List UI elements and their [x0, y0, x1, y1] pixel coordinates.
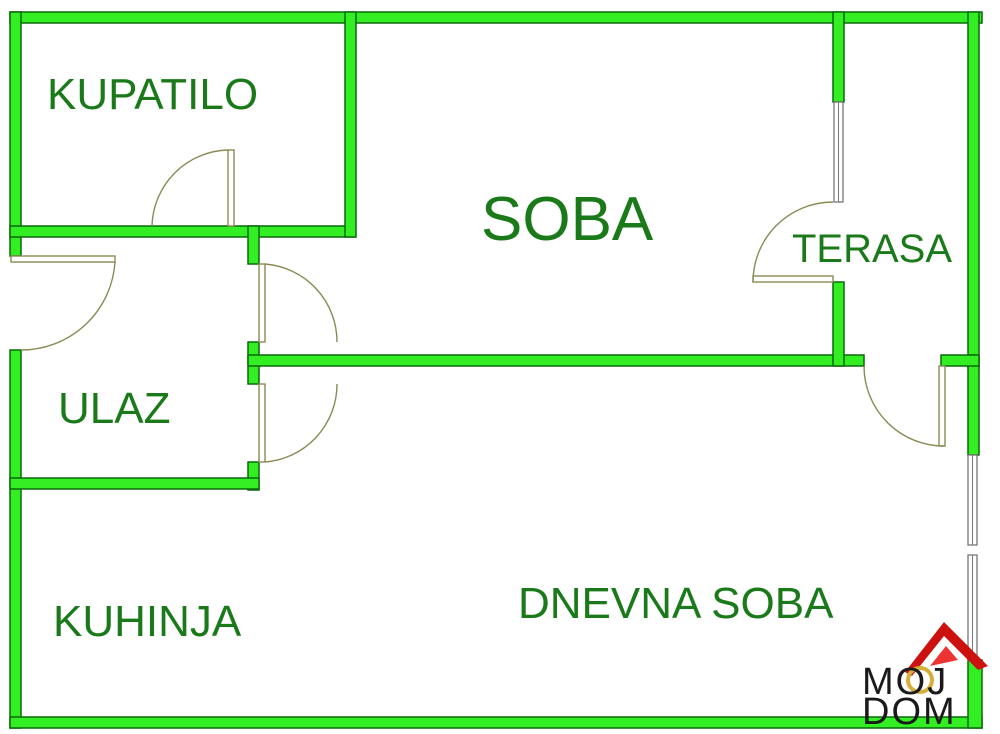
- wall-bathroom-right: [344, 11, 357, 238]
- room-label-soba: SOBA: [481, 185, 654, 254]
- room-label-ulaz: ULAZ: [58, 384, 170, 433]
- room-labels: KUPATILO SOBA TERASA ULAZ KUHINJA DNEVNA…: [47, 70, 952, 646]
- door-terasa-living: [863, 365, 946, 447]
- walls: [9, 11, 983, 729]
- window-soba-terasa: [833, 101, 844, 203]
- wall-separator: [247, 354, 865, 367]
- door-soba: [258, 263, 338, 343]
- door-terasa-soba: [752, 201, 834, 283]
- wall-terasa-left-lower: [832, 281, 845, 367]
- wall-outer-right-middle: [967, 354, 980, 456]
- wall-outer-bottom: [9, 716, 983, 729]
- wall-bathroom-bottom: [9, 225, 356, 238]
- logo-text-moj: MOJ: [862, 661, 948, 703]
- logo-text-dom: DOM: [862, 691, 957, 733]
- doors: [10, 149, 946, 463]
- window-living-lower: [967, 554, 978, 661]
- wall-terasa-left-upper: [832, 11, 845, 103]
- moj-dom-logo: MOJ DOM: [862, 622, 988, 733]
- room-label-kuhinja: KUHINJA: [53, 597, 242, 646]
- wall-outer-left-upper: [9, 11, 22, 257]
- wall-outer-right-upper: [967, 11, 980, 369]
- door-living: [258, 383, 338, 463]
- window-living-upper: [967, 454, 978, 546]
- wall-separator-right-stub: [940, 354, 980, 367]
- wall-hall-vertical-lower: [247, 461, 260, 491]
- emblem-icon: [906, 666, 934, 694]
- room-label-kupatilo: KUPATILO: [47, 70, 258, 119]
- door-entrance: [10, 255, 116, 351]
- wall-outer-right-bottom: [967, 659, 983, 729]
- wall-outer-left-lower: [9, 349, 22, 729]
- wall-hall-bottom: [9, 477, 260, 490]
- wall-hall-vertical-upper: [247, 225, 260, 265]
- room-label-terasa: TERASA: [792, 227, 952, 271]
- room-label-dnevna-soba: DNEVNA SOBA: [518, 579, 834, 628]
- door-bathroom: [151, 149, 235, 227]
- windows: [833, 101, 978, 661]
